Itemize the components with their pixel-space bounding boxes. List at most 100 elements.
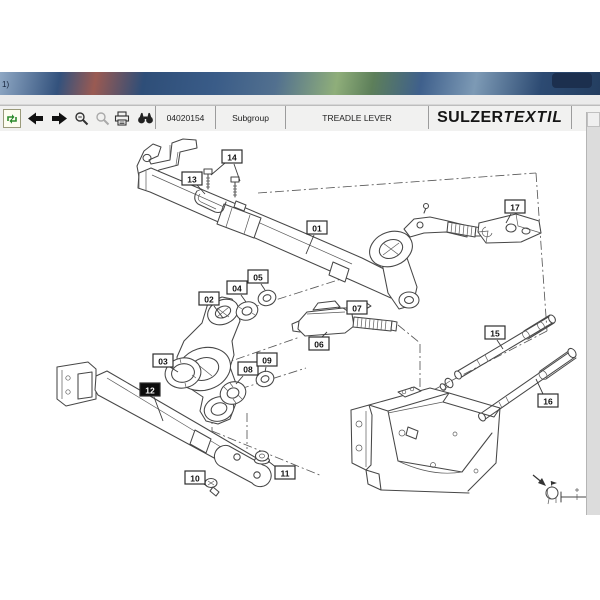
part-16-shaft — [477, 347, 577, 422]
part-03-bearing — [164, 357, 202, 389]
svg-text:08: 08 — [243, 365, 253, 375]
titlebar-button[interactable] — [552, 73, 592, 88]
svg-text:03: 03 — [158, 357, 168, 367]
part-17-link-bracket — [477, 213, 542, 244]
part-06-turnbuckle — [291, 300, 398, 337]
callout-03[interactable]: 03 — [152, 353, 174, 368]
callout-leader-16 — [535, 378, 544, 395]
callout-02[interactable]: 02 — [198, 291, 220, 306]
brand-logo-cell: SULZERTEXTIL — [428, 106, 572, 129]
svg-text:10: 10 — [190, 474, 200, 484]
titlebar-hint-text: 1) — [2, 80, 10, 89]
svg-text:06: 06 — [314, 340, 324, 350]
callout-leader-05 — [260, 283, 266, 291]
part-15-shaft — [439, 314, 556, 391]
callouts-layer: 01 02 03 04 05 06 07 08 09 10 11 12 13 14 15 16 17 — [139, 149, 559, 487]
print-icon — [114, 110, 130, 126]
part-09-ring — [255, 370, 275, 388]
zoom-out-button[interactable] — [93, 109, 111, 127]
part-10-bolt — [204, 477, 220, 497]
part-01-right-bracket — [369, 202, 483, 310]
callout-17[interactable]: 17 — [504, 199, 526, 214]
callout-13[interactable]: 13 — [181, 171, 203, 186]
print-button[interactable] — [112, 109, 132, 127]
part-05-ring — [257, 289, 277, 307]
callout-leader-03 — [169, 366, 179, 373]
callout-leader-01 — [305, 234, 315, 255]
zoom-out-icon — [95, 111, 109, 125]
callout-leader-14 — [210, 162, 226, 176]
binoculars-icon — [137, 112, 153, 124]
diagram-canvas[interactable]: 01 02 03 04 05 06 07 08 09 10 11 12 13 14 15 16 17 — [0, 131, 600, 600]
back-button[interactable] — [26, 109, 44, 127]
find-button[interactable] — [135, 109, 155, 127]
subgroup-label: Subgroup — [232, 112, 269, 123]
menu-strip — [0, 95, 600, 105]
svg-text:13: 13 — [187, 175, 197, 185]
zoom-in-button[interactable] — [72, 109, 90, 127]
part-12-lower-lever — [56, 361, 272, 488]
window-titlebar: 1) — [0, 72, 600, 95]
exploded-parts-diagram: 01 02 03 04 05 06 07 08 09 10 11 12 13 14 15 16 17 — [56, 138, 593, 505]
callout-10[interactable]: 10 — [184, 470, 206, 485]
part-number-cell[interactable]: 04020154 — [155, 106, 215, 129]
callout-08[interactable]: 08 — [237, 361, 259, 376]
part-number: 04020154 — [166, 112, 205, 123]
subgroup-label-cell[interactable]: Subgroup — [215, 106, 285, 129]
callout-12[interactable]: 12 — [139, 382, 161, 397]
svg-text:11: 11 — [281, 469, 290, 479]
svg-text:09: 09 — [262, 356, 272, 366]
callout-15[interactable]: 15 — [484, 325, 506, 340]
callout-leader-12 — [153, 396, 164, 422]
callout-06[interactable]: 06 — [308, 336, 330, 351]
callout-14[interactable]: 14 — [221, 149, 243, 164]
forward-icon — [51, 112, 67, 124]
callout-leader-06 — [321, 331, 328, 338]
callout-04[interactable]: 04 — [226, 280, 248, 295]
callout-16[interactable]: 16 — [537, 393, 559, 408]
refresh-button[interactable] — [3, 109, 21, 128]
subgroup-name: TREADLE LEVER — [322, 112, 392, 123]
svg-text:12: 12 — [145, 386, 155, 396]
svg-text:04: 04 — [232, 284, 242, 294]
callout-09[interactable]: 09 — [256, 352, 278, 367]
svg-text:16: 16 — [543, 397, 553, 407]
part-14-screws — [203, 168, 240, 198]
svg-text:15: 15 — [490, 329, 500, 339]
part-08-bearing — [219, 381, 247, 405]
callout-leader-17 — [505, 213, 512, 224]
svg-text:01: 01 — [312, 224, 322, 234]
brand-italic: TEXTIL — [503, 108, 563, 126]
brand-bold: SULZER — [437, 108, 504, 126]
callout-01[interactable]: 01 — [306, 220, 328, 235]
part-01-upper-lever — [137, 167, 397, 299]
part-04-bearing — [235, 301, 259, 321]
refresh-icon — [7, 113, 17, 124]
forward-button[interactable] — [50, 109, 68, 127]
subgroup-name-cell[interactable]: TREADLE LEVER — [285, 106, 428, 129]
callout-leader-02 — [213, 305, 224, 319]
callout-leader-09 — [264, 366, 267, 373]
machine-frame — [350, 386, 501, 494]
svg-text:05: 05 — [253, 273, 263, 283]
part-11-nut — [253, 450, 271, 465]
callout-leader-14 — [233, 163, 241, 182]
zoom-in-icon — [74, 111, 88, 125]
svg-text:14: 14 — [227, 153, 237, 163]
scrollbar-top-button[interactable] — [587, 112, 600, 127]
callout-leader-15 — [496, 339, 504, 350]
callout-11[interactable]: 11 — [274, 465, 296, 480]
callout-leader-13 — [196, 184, 206, 195]
svg-text:02: 02 — [204, 295, 214, 305]
svg-text:07: 07 — [352, 304, 362, 314]
callout-leader-04 — [240, 294, 247, 303]
svg-text:17: 17 — [510, 203, 520, 213]
callout-leader-08 — [235, 375, 244, 385]
vertical-scrollbar[interactable] — [586, 112, 600, 515]
callout-07[interactable]: 07 — [346, 300, 368, 315]
toolbar: 04020154 Subgroup TREADLE LEVER SULZERTE… — [0, 105, 600, 132]
back-icon — [27, 112, 43, 124]
datum-symbol — [532, 474, 593, 505]
brand-logo: SULZERTEXTIL — [437, 109, 563, 127]
callout-05[interactable]: 05 — [247, 269, 269, 284]
